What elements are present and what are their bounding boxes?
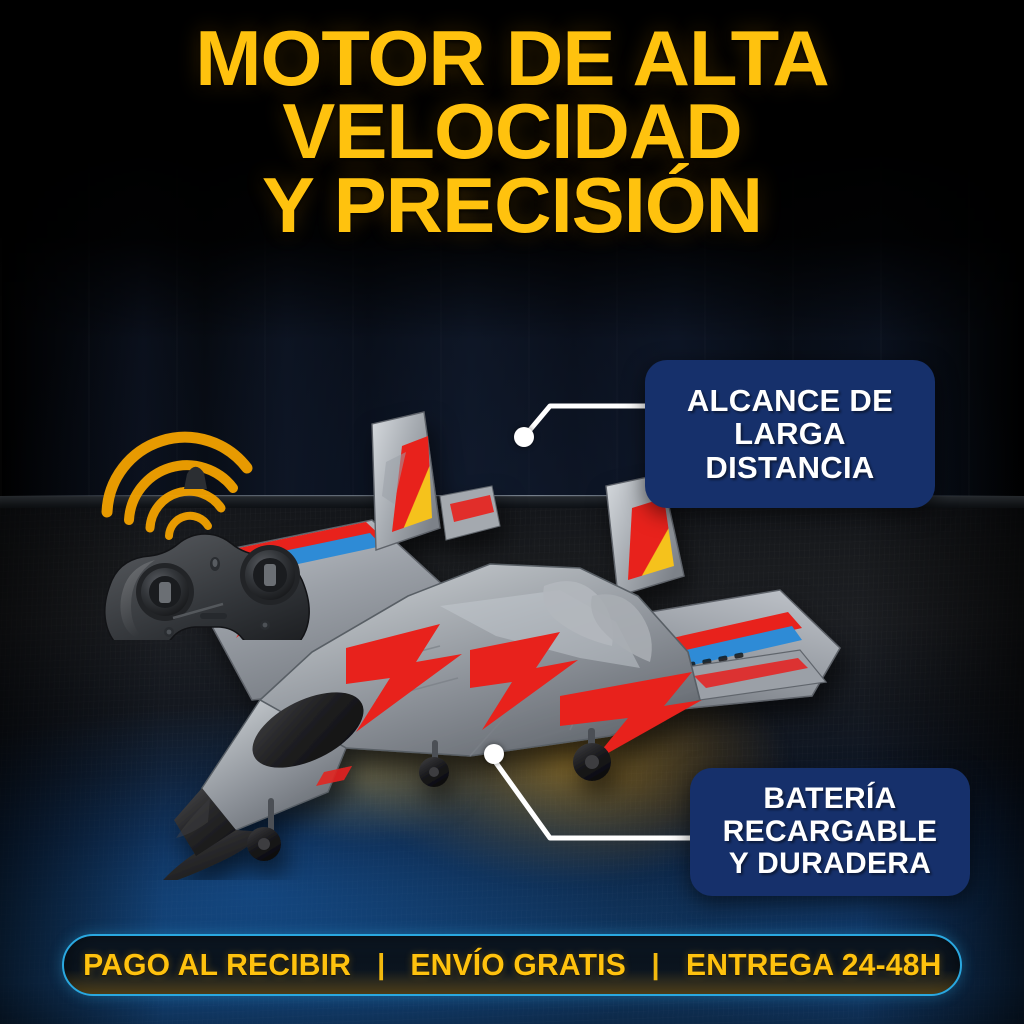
promo-banner: PAGO AL RECIBIR | ENVÍO GRATIS | ENTREGA… (62, 934, 962, 996)
left-joystick (136, 563, 194, 621)
callout-dot-battery (484, 744, 504, 764)
right-joystick (240, 545, 300, 605)
callout-battery-line-1: BATERÍA (763, 782, 897, 816)
landing-gear-left (419, 740, 449, 787)
rc-remote-controller (95, 360, 365, 653)
promo-separator-1: | (377, 948, 386, 981)
callout-range-line-3: DISTANCIA (705, 449, 875, 485)
background-top-fade (0, 0, 1024, 340)
promo-separator-2: | (651, 948, 660, 981)
landing-gear-nose (247, 798, 281, 861)
promo-item-shipping: ENVÍO GRATIS (410, 947, 627, 982)
callout-badge-battery: BATERÍA RECARGABLE Y DURADERA (690, 768, 970, 896)
callout-dot-range (514, 427, 534, 447)
callout-range-line-1: ALCANCE DE (686, 382, 894, 418)
callout-battery-line-3: Y DURADERA (728, 847, 932, 881)
promo-item-payment: PAGO AL RECIBIR (82, 947, 351, 982)
callout-range-line-2: LARGA (734, 416, 846, 452)
signal-waves-icon (101, 431, 253, 540)
promo-item-delivery: ENTREGA 24-48H (685, 947, 942, 982)
callout-battery-line-2: RECARGABLE (722, 814, 938, 848)
vertical-stabilizer-left (371, 411, 441, 551)
callout-badge-range: ALCANCE DE LARGA DISTANCIA (645, 360, 935, 508)
